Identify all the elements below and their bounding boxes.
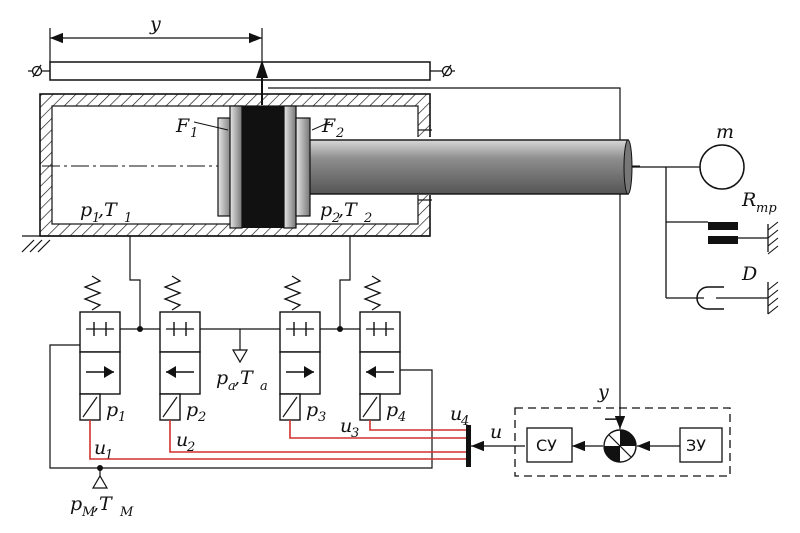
svg-text:тр: тр — [756, 201, 777, 216]
F2-label: F — [321, 115, 336, 137]
chamber-1-state: p 1 ,T 1 — [80, 199, 132, 226]
setpoint-unit-block — [679, 427, 723, 463]
svg-text:2: 2 — [335, 126, 344, 141]
mass-label: m — [716, 121, 734, 143]
svg-text:3: 3 — [318, 410, 326, 425]
damper-label: D — [741, 263, 757, 285]
valve-2-pressure-label: p — [186, 399, 198, 421]
svg-text:p: p — [70, 493, 82, 515]
minus-sign: − — [603, 408, 619, 430]
signal-1-label: u — [94, 437, 106, 459]
piston — [217, 105, 311, 229]
control-unit-label: СУ — [536, 436, 557, 455]
controller-frame — [514, 407, 731, 477]
feedback-line — [268, 87, 621, 415]
svg-text:,T: ,T — [98, 199, 118, 221]
valve-4-pressure-label: p — [386, 399, 398, 421]
atmosphere-label: p a ,T a — [216, 367, 268, 394]
y-dimension-label: y — [149, 13, 161, 35]
piston-rod — [299, 139, 629, 195]
control-signal-label: u — [490, 421, 502, 443]
signal-bus — [466, 425, 471, 467]
svg-text:p: p — [216, 367, 228, 389]
svg-text:1: 1 — [118, 410, 126, 425]
setpoint-unit-label: ЗУ — [686, 436, 706, 455]
svg-text:,T: ,T — [338, 199, 358, 221]
signal-4-label: u — [450, 403, 462, 425]
F1-label: F — [175, 115, 190, 137]
supply-label: p M ,T M — [70, 493, 134, 520]
position-sensor-rail — [28, 60, 455, 105]
svg-text:1: 1 — [105, 448, 113, 463]
signal-line-4 — [369, 420, 466, 431]
svg-text:a: a — [260, 379, 268, 394]
signal-line-1 — [89, 420, 466, 460]
displacement-dimension: y — [49, 13, 263, 90]
chamber-2-state: p 2 ,T 2 — [320, 199, 372, 226]
svg-text:p: p — [320, 199, 332, 221]
svg-text:2: 2 — [197, 410, 206, 425]
svg-text:1: 1 — [92, 211, 100, 226]
svg-text:2: 2 — [186, 440, 195, 455]
svg-text:1: 1 — [124, 211, 132, 226]
svg-text:2: 2 — [363, 211, 372, 226]
signal-lines — [89, 420, 466, 460]
signal-line-3 — [289, 420, 466, 439]
svg-text:,T: ,T — [93, 493, 113, 515]
svg-text:3: 3 — [351, 426, 359, 441]
signal-2-label: u — [176, 429, 188, 451]
signal-3-label: u — [340, 415, 352, 437]
valve-1-pressure-label: p — [106, 399, 118, 421]
valve-3-pressure-label: p — [306, 399, 318, 421]
svg-text:4: 4 — [460, 414, 469, 429]
signal-line-2 — [169, 420, 466, 453]
feedback-y-label: y — [597, 381, 609, 403]
svg-text:4: 4 — [397, 410, 406, 425]
svg-text:,T: ,T — [234, 367, 254, 389]
load-model: m R тр D — [632, 121, 779, 315]
svg-text:p: p — [80, 199, 92, 221]
svg-text:M: M — [81, 505, 96, 520]
svg-text:1: 1 — [190, 126, 198, 141]
friction-label: R — [741, 189, 756, 211]
svg-text:M: M — [119, 505, 134, 520]
mass-circle — [699, 144, 745, 190]
control-unit-block — [526, 427, 573, 463]
svg-text:a: a — [228, 379, 236, 394]
svg-text:2: 2 — [331, 211, 340, 226]
